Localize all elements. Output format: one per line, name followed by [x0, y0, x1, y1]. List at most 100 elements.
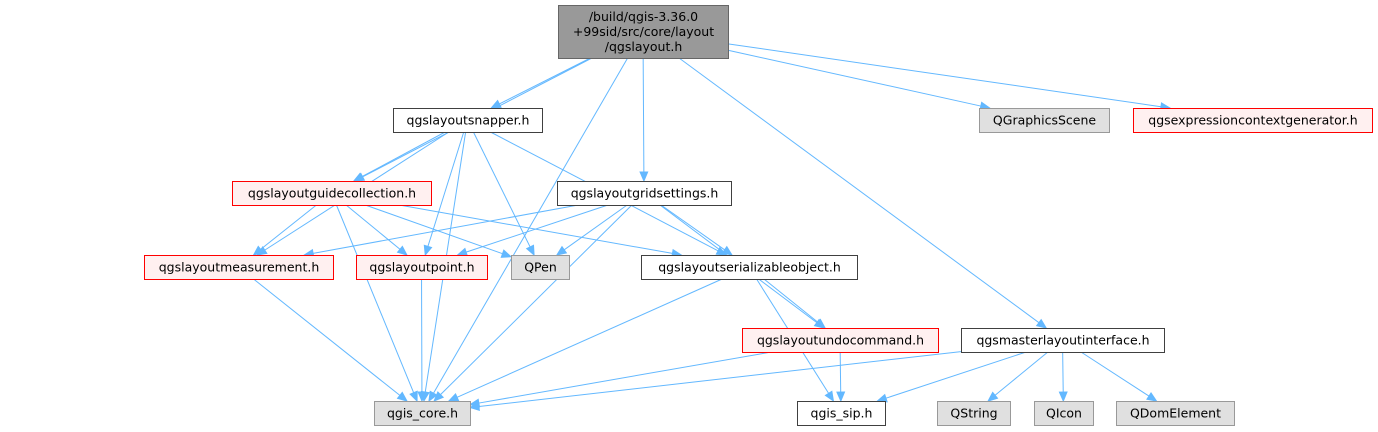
- arrowhead-icon: [252, 245, 264, 256]
- edge-line: [253, 278, 401, 396]
- node-gridsettings[interactable]: qgslayoutgridsettings.h: [557, 181, 732, 206]
- node-box: [232, 181, 432, 206]
- node-label: qgslayoutgridsettings.h: [571, 186, 719, 201]
- arrowhead-icon: [396, 245, 408, 256]
- edge-line: [427, 131, 465, 247]
- edge-line: [727, 43, 1162, 108]
- edge-line: [994, 351, 1049, 396]
- arrowhead-icon: [1146, 392, 1158, 402]
- node-undocommand[interactable]: qgslayoutundocommand.h: [742, 328, 939, 353]
- edge-guidecollection-to-qpen: [365, 204, 513, 258]
- arrowhead-icon: [447, 392, 460, 402]
- node-box: [558, 5, 729, 59]
- node-label: qgis_core.h: [387, 406, 458, 421]
- node-layer: /build/qgis-3.36.0+99sid/src/core/layout…: [144, 5, 1373, 426]
- node-label: qgslayoutguidecollection.h: [248, 186, 416, 201]
- arrowhead-icon: [876, 393, 888, 403]
- edge-line: [478, 351, 772, 404]
- node-label: qgslayoutsnapper.h: [407, 113, 530, 128]
- edge-line: [1080, 351, 1150, 397]
- node-label: QString: [950, 406, 997, 421]
- node-label: qgslayoutserializableobject.h: [658, 260, 841, 275]
- node-label: qgsexpressioncontextgenerator.h: [1148, 113, 1357, 128]
- node-exprctxgen[interactable]: qgsexpressioncontextgenerator.h: [1133, 108, 1373, 133]
- node-qgis_sip[interactable]: qgis_sip.h: [797, 401, 886, 426]
- node-box: [937, 401, 1011, 426]
- edge-line: [660, 204, 725, 251]
- arrowhead-icon: [824, 390, 835, 403]
- edge-root-to-qgis_core: [428, 57, 629, 403]
- edge-line: [260, 204, 317, 250]
- edge-guidecollection-to-measurement: [252, 204, 317, 256]
- edge-snapper-to-qpen: [472, 131, 535, 257]
- node-label: +99sid/src/core/layout: [573, 24, 714, 39]
- node-snapper[interactable]: qgslayoutsnapper.h: [393, 108, 543, 133]
- edge-masterlayout-to-qicon: [1058, 351, 1068, 403]
- edge-line: [563, 204, 628, 251]
- edge-line: [456, 278, 723, 398]
- arrowhead-icon: [555, 245, 568, 256]
- arrowhead-icon: [428, 390, 438, 403]
- edge-layer: [252, 43, 1172, 411]
- node-serializable[interactable]: qgslayoutserializableobject.h: [641, 255, 858, 280]
- node-measurement[interactable]: qgslayoutmeasurement.h: [144, 255, 334, 280]
- arrowhead-icon: [417, 391, 427, 403]
- edge-line: [499, 57, 591, 105]
- edge-line: [465, 204, 609, 253]
- node-box: [393, 108, 543, 133]
- edge-line: [433, 57, 629, 394]
- edge-guidecollection-to-qgis_core: [335, 204, 418, 403]
- edge-root-to-gridsettings: [639, 57, 649, 183]
- node-point[interactable]: qgslayoutpoint.h: [356, 255, 488, 280]
- node-qdomelement[interactable]: QDomElement: [1116, 401, 1235, 426]
- arrowhead-icon: [1058, 391, 1068, 403]
- arrowhead-icon: [423, 244, 433, 257]
- edge-point-to-qgis_core: [417, 278, 427, 403]
- edge-root-to-exprctxgen: [727, 43, 1172, 112]
- node-root[interactable]: /build/qgis-3.36.0+99sid/src/core/layout…: [558, 5, 729, 59]
- edge-undocommand-to-qgis_sip: [836, 351, 846, 403]
- arrowhead-icon: [987, 391, 999, 402]
- edge-line: [313, 204, 579, 254]
- node-qgis_core[interactable]: qgis_core.h: [374, 401, 471, 426]
- node-qgraphicsscene[interactable]: QGraphicsScene: [979, 108, 1110, 133]
- node-qstring[interactable]: QString: [937, 401, 1011, 426]
- node-qpen[interactable]: QPen: [511, 255, 570, 280]
- edge-masterlayout-to-qgis_sip: [876, 351, 1027, 403]
- node-box: [742, 328, 939, 353]
- node-label: QGraphicsScene: [993, 113, 1096, 128]
- arrowhead-icon: [639, 171, 649, 183]
- node-box: [961, 328, 1165, 353]
- edge-line: [365, 204, 503, 255]
- arrowhead-icon: [409, 390, 418, 403]
- edge-line: [763, 278, 819, 323]
- edge-line: [642, 57, 645, 173]
- edge-line: [678, 57, 1040, 324]
- node-box: [1116, 401, 1235, 426]
- node-label: qgslayoutundocommand.h: [757, 333, 924, 348]
- edge-line: [478, 351, 962, 408]
- arrowhead-icon: [814, 318, 827, 329]
- node-box: [144, 255, 334, 280]
- node-masterlayout[interactable]: qgsmasterlayoutinterface.h: [961, 328, 1165, 353]
- arrowhead-icon: [468, 401, 480, 411]
- node-box: [1133, 108, 1373, 133]
- node-guidecollection[interactable]: qgslayoutguidecollection.h: [232, 181, 432, 206]
- edge-undocommand-to-qgis_core: [468, 351, 772, 408]
- node-qicon[interactable]: QIcon: [1034, 401, 1094, 426]
- edge-masterlayout-to-qdomelement: [1080, 351, 1158, 402]
- node-box: [356, 255, 488, 280]
- edge-gridsettings-to-qpen: [555, 204, 628, 256]
- edge-snapper-to-point: [423, 131, 465, 257]
- arrowhead-icon: [525, 244, 535, 257]
- arrowhead-icon: [396, 391, 408, 402]
- edge-line: [440, 204, 633, 396]
- node-box: [511, 255, 570, 280]
- edge-line: [727, 49, 981, 107]
- edge-guidecollection-to-serializable: [399, 204, 683, 258]
- edge-root-to-qgraphicsscene: [727, 49, 991, 111]
- edge-serializable-to-qgis_core: [447, 278, 723, 402]
- edge-masterlayout-to-qstring: [987, 351, 1049, 402]
- arrowhead-icon: [433, 391, 445, 402]
- node-label: /build/qgis-3.36.0: [589, 9, 698, 24]
